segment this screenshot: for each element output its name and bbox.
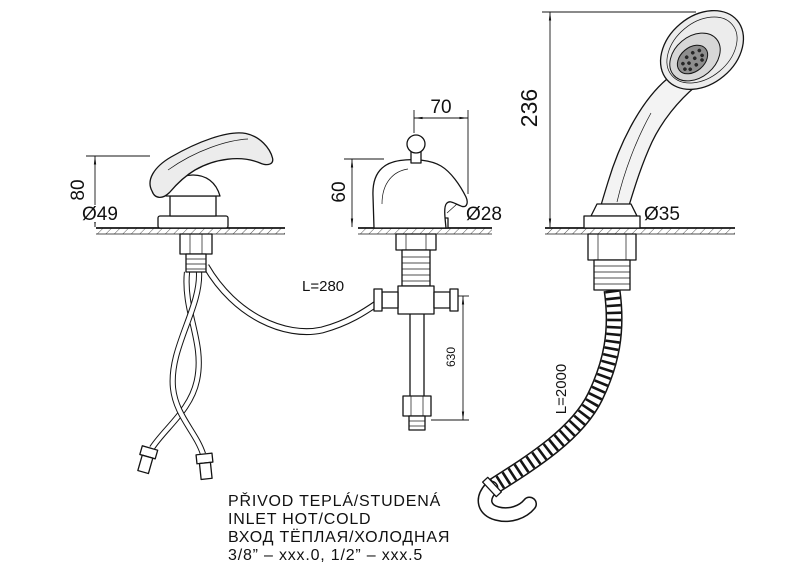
connecting-hose [202, 264, 384, 336]
mixer-handle-assembly [149, 132, 274, 273]
spray-face [676, 44, 709, 75]
dim-connecting-hose-length: L=280 [302, 278, 344, 295]
shower-handle [599, 78, 697, 213]
note-line-english: INLET HOT/COLD [228, 511, 371, 528]
dim-shower-hose-length: L=2000 [553, 364, 570, 414]
hose-end-nut [481, 476, 503, 498]
dim-handle-height: 80 [68, 179, 89, 200]
spray-nozzles [681, 48, 704, 72]
deck-section-right [545, 227, 735, 235]
supply-hoses [137, 271, 214, 481]
note-line-sizes: 3/8” – xxx.0, 1/2” – xxx.5 [228, 547, 423, 564]
dimension-lines [80, 11, 696, 421]
hose-connector-left [137, 445, 159, 475]
dim-shower-hole-diameter: Ø35 [644, 204, 680, 225]
mixer-lever [149, 132, 274, 199]
deck-section-middle [358, 227, 492, 235]
shower-holder [590, 203, 638, 217]
note-line-czech: PŘIVOD TEPLÁ/STUDENÁ [228, 491, 441, 510]
dim-spout-span: 70 [430, 97, 451, 118]
shower-hose [477, 288, 623, 523]
spout-under-deck [373, 233, 459, 431]
tee-fitting [397, 285, 435, 315]
diverter-knob [406, 134, 426, 154]
note-line-russian: ВХОД ТЁПЛАЯ/ХОЛОДНАЯ [228, 528, 450, 546]
dim-handle-hole-diameter: Ø49 [82, 204, 118, 225]
hose-connector-right [195, 452, 214, 481]
deck-section-left [96, 227, 285, 235]
dim-drop-pipe-length: 630 [444, 347, 458, 367]
spout-body [372, 159, 468, 229]
spout-assembly [372, 134, 468, 229]
dim-spout-hole-diameter: Ø28 [466, 204, 502, 225]
shower-head [659, 9, 745, 91]
notes-block: PŘIVOD TEPLÁ/STUDENÁ INLET HOT/COLD ВХОД… [228, 491, 450, 564]
dim-spout-height: 60 [329, 181, 350, 202]
hand-shower-assembly [583, 9, 745, 291]
dim-shower-height: 236 [516, 89, 542, 127]
